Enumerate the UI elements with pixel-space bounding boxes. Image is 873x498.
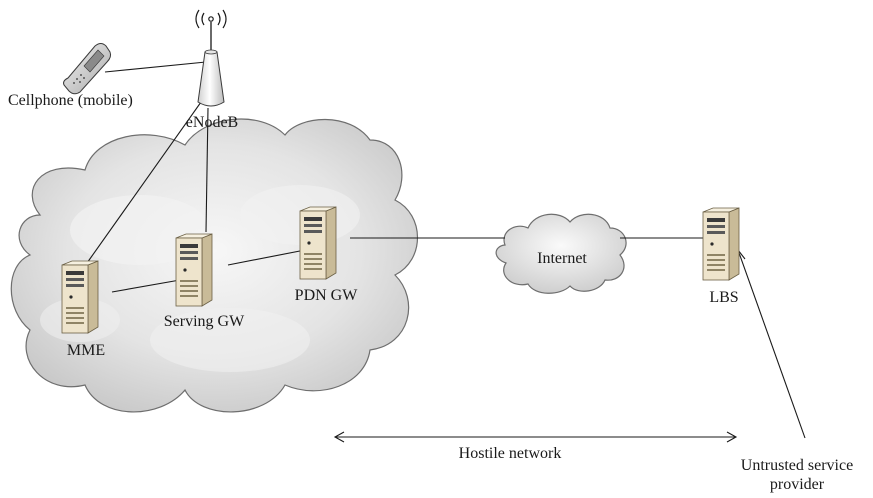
mme-label: MME — [66, 342, 106, 359]
lbs-server-icon — [702, 207, 740, 281]
pdn-gw-label: PDN GW — [294, 287, 358, 304]
internet-cloud — [495, 213, 627, 294]
connection-lines — [86, 61, 806, 439]
internet-label: Internet — [537, 250, 587, 267]
lbs-label: LBS — [709, 289, 739, 306]
cellphone-label: Cellphone (mobile) — [8, 92, 133, 109]
hostile-network-arrow — [333, 431, 738, 443]
hostile-network-label: Hostile network — [458, 445, 562, 462]
enodeb-label: eNodeB — [185, 114, 239, 131]
untrusted-provider-label: Untrusted service provider — [740, 457, 854, 493]
mme-server-icon — [61, 260, 99, 334]
serving-gw-label: Serving GW — [163, 313, 245, 330]
enodeb-tower-icon — [195, 9, 227, 107]
pdn-gw-server-icon — [299, 206, 337, 280]
cellphone-icon — [63, 43, 112, 95]
serving-gw-server-icon — [175, 233, 213, 307]
